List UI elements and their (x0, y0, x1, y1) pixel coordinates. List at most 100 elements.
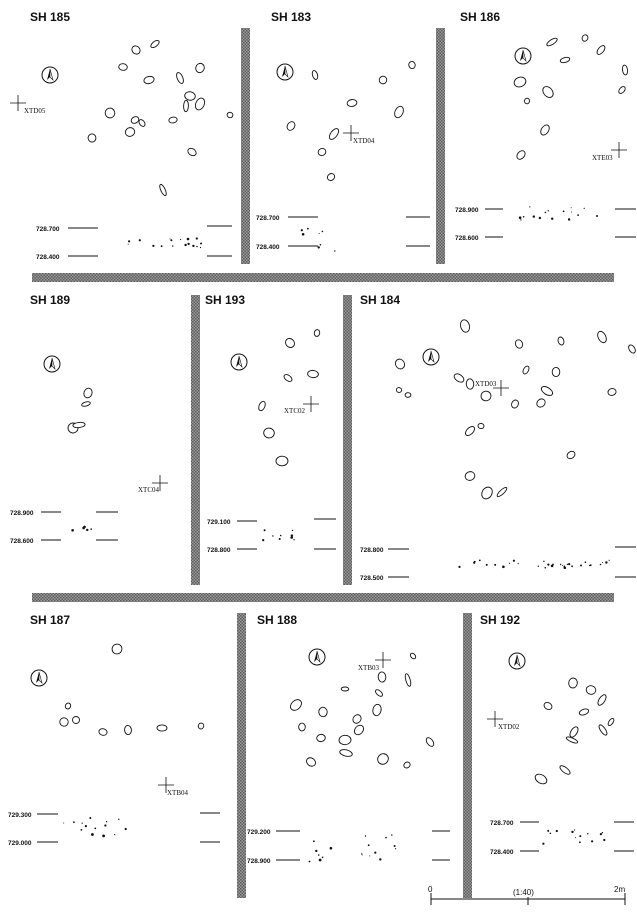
datum-cross-icon (10, 95, 26, 111)
stone-outline (183, 99, 189, 113)
panel-title-sh192: SH 192 (480, 613, 520, 627)
stone-outline (197, 722, 205, 730)
stone-outline (307, 369, 319, 379)
section-point (599, 833, 603, 836)
scale-end-label: 2m (614, 885, 625, 894)
stone-outline (516, 150, 526, 160)
stone-outline (286, 121, 296, 131)
section-point (86, 528, 89, 532)
elevation-lines (37, 208, 636, 861)
stone-outline (124, 127, 136, 137)
section-point (555, 829, 558, 833)
stone-outline (540, 124, 550, 136)
north-arrow-icon (514, 47, 532, 65)
stone-outline (118, 63, 128, 71)
stone-outline (352, 714, 362, 724)
stone-outline (194, 97, 206, 111)
stone-outline (395, 387, 403, 393)
separator-h2 (32, 593, 614, 602)
elevation-labels: 728.700 728.400 728.700 728.400 728.900 … (8, 207, 514, 865)
section-point (84, 825, 87, 828)
section-point (571, 565, 573, 568)
stone-outline (150, 39, 160, 49)
stone-outline (195, 62, 205, 74)
north-arrow-icon (41, 66, 59, 84)
separator-v-sh185-sh183 (241, 28, 250, 264)
stone-outline (143, 75, 155, 85)
stone-outline (511, 399, 519, 409)
stone-outline (464, 471, 476, 481)
section-point (263, 529, 266, 532)
datum-label-sh185: XTD05 (24, 107, 46, 115)
north-arrow-icon (276, 63, 294, 81)
stone-outline (409, 652, 417, 660)
stone-outline (585, 685, 597, 695)
stone-outline (578, 708, 590, 716)
elevation-lower-sh188: 728.900 (247, 858, 271, 865)
section-point (105, 821, 108, 823)
datum-cross-icon (158, 777, 174, 793)
panel-title-sh189: SH 189 (30, 293, 70, 307)
section-point (494, 563, 497, 566)
section-point (522, 216, 525, 218)
section-point (379, 858, 382, 861)
section-point (81, 822, 83, 824)
section-point (547, 210, 549, 212)
stone-outline (298, 722, 306, 732)
section-point (551, 217, 554, 220)
section-point (73, 821, 75, 823)
panel-titles: SH 185 SH 183 SH 186 SH 189 SH 193 SH 18… (30, 10, 520, 627)
section-point (127, 243, 129, 245)
datum-cross-icon (343, 125, 359, 141)
section-point (317, 246, 320, 249)
stone-outline (597, 694, 607, 706)
section-point (186, 237, 190, 241)
stone-outline (226, 111, 234, 119)
section-point (543, 560, 545, 562)
elevation-lower-sh193: 728.800 (207, 547, 231, 554)
section-point (395, 848, 397, 850)
stone-outline (275, 455, 289, 467)
section-point (562, 210, 565, 213)
section-point (367, 844, 370, 847)
section-point (520, 219, 522, 221)
section-point (603, 838, 606, 842)
panel-title-sh185: SH 185 (30, 10, 70, 24)
stone-outline (477, 422, 485, 430)
stone-outline (404, 392, 412, 398)
datum-label-sh184: XTD03 (475, 380, 497, 388)
stone-outline (131, 45, 141, 55)
stone-outline (328, 128, 340, 140)
section-point (301, 233, 305, 236)
section-point (579, 835, 582, 838)
section-point (172, 245, 174, 247)
stone-outline (408, 60, 416, 70)
stone-outline (156, 724, 168, 732)
section-point (318, 232, 320, 234)
section-point (291, 529, 294, 532)
stone-outline (459, 319, 471, 333)
section-point (567, 218, 571, 221)
section-point (568, 563, 571, 566)
section-point (118, 818, 120, 820)
panel-title-sh187: SH 187 (30, 613, 70, 627)
elevation-upper-sh185: 728.700 (36, 226, 60, 233)
section-point (473, 560, 476, 563)
stone-outline (176, 72, 184, 84)
separator-v-sh187-sh188 (237, 613, 246, 898)
stone-outline (542, 86, 554, 98)
north-arrows (30, 47, 532, 687)
stone-outline (263, 427, 275, 439)
stone-outline (378, 75, 388, 85)
section-point (290, 534, 294, 537)
stone-outline (394, 105, 404, 119)
scale-bar: 0 (1:40) 2m (428, 885, 626, 905)
stone-outline (72, 421, 86, 429)
stone-outline (81, 401, 91, 407)
datum-cross-icon (303, 396, 319, 412)
section-point (544, 211, 547, 214)
stone-outlines (59, 34, 636, 785)
stone-outline (566, 450, 576, 460)
elevation-upper-sh192: 728.700 (490, 820, 514, 827)
elevation-upper-sh186: 728.900 (455, 207, 479, 214)
